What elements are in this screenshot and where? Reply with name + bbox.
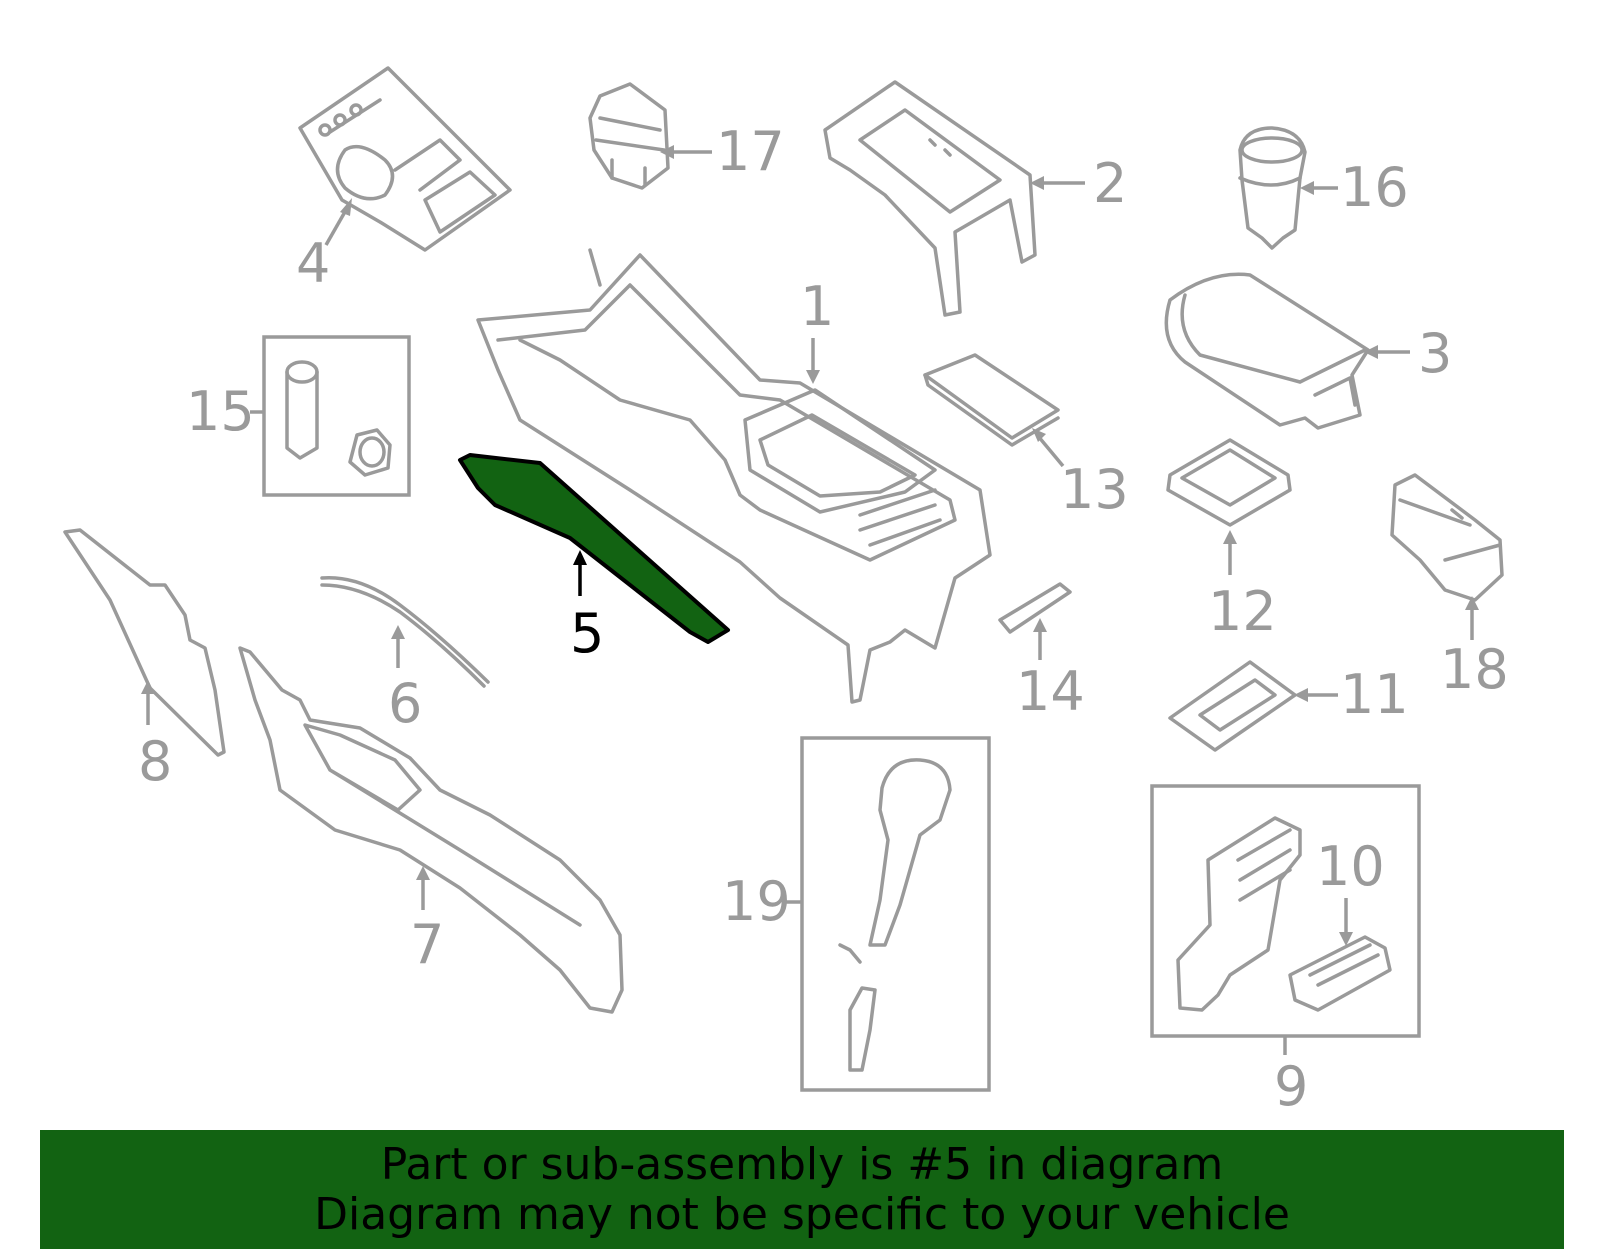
callout-16: 16 — [1340, 156, 1409, 219]
part-7-side-finisher — [238, 646, 624, 1014]
banner-line-2: Diagram may not be specific to your vehi… — [314, 1188, 1290, 1240]
part-12-cupholder — [1166, 438, 1292, 527]
callout-8: 8 — [138, 730, 172, 793]
part-11-tray — [1168, 660, 1297, 752]
callout-15: 15 — [186, 380, 255, 443]
part-15-socket — [285, 360, 392, 477]
callout-6: 6 — [388, 672, 422, 735]
callout-5: 5 — [570, 602, 604, 665]
part-5-finisher-highlighted — [458, 453, 730, 644]
part-14-strip — [998, 582, 1072, 634]
part-3-armrest — [1164, 272, 1370, 430]
callout-7: 7 — [410, 913, 444, 976]
part-18-switch — [1390, 473, 1504, 602]
part-19-frame — [800, 736, 991, 1092]
callout-10: 10 — [1316, 835, 1385, 898]
callout-11: 11 — [1340, 663, 1409, 726]
callout-2: 2 — [1093, 152, 1127, 215]
callout-17: 17 — [716, 120, 785, 183]
callout-13: 13 — [1060, 458, 1129, 521]
callout-9: 9 — [1274, 1055, 1308, 1118]
part-15-frame — [262, 335, 411, 497]
part-8-panel — [63, 528, 226, 757]
callout-14: 14 — [1016, 660, 1085, 723]
info-banner: Part or sub-assembly is #5 in diagram Di… — [40, 1130, 1564, 1249]
part-10-pad — [1288, 935, 1392, 1012]
part-2-bracket — [823, 80, 1037, 317]
callout-1: 1 — [800, 275, 834, 338]
part-9-bracket — [1176, 816, 1302, 1012]
part-19-shift-knob — [838, 758, 952, 1072]
banner-line-1: Part or sub-assembly is #5 in diagram — [380, 1138, 1224, 1190]
part-6-trim — [320, 575, 490, 688]
callout-12: 12 — [1208, 580, 1277, 643]
part-17-switch — [588, 82, 670, 190]
part-4-finisher — [298, 66, 512, 252]
callout-4: 4 — [296, 232, 330, 295]
callout-18: 18 — [1440, 638, 1509, 701]
part-1-console — [476, 248, 992, 704]
callout-3: 3 — [1418, 322, 1452, 385]
callout-19: 19 — [722, 870, 791, 933]
part-16-socket — [1238, 126, 1307, 250]
